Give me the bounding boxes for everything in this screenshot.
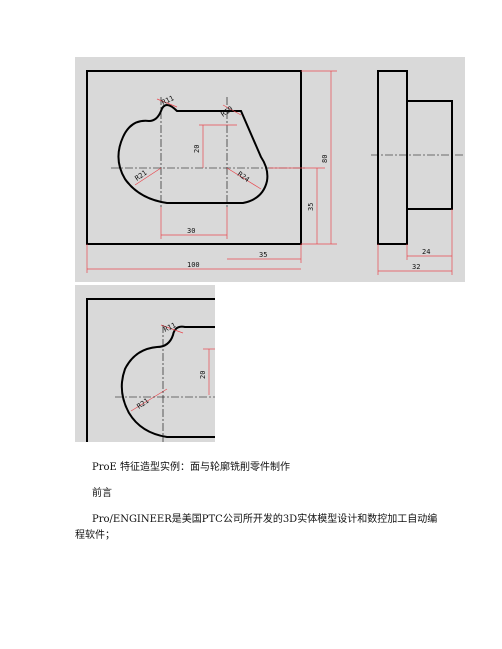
dim-80: 80	[321, 155, 329, 163]
dim-100: 100	[187, 261, 200, 269]
dim-35-vertical: 35	[307, 203, 315, 211]
paragraph-line-2: 程软件；	[75, 530, 115, 541]
detail-dim-20: 20	[199, 371, 207, 379]
dim-32: 32	[412, 263, 420, 271]
detail-pocket-profile	[120, 325, 215, 438]
engineering-drawing-detail: R11 20 R21	[75, 285, 215, 442]
side-dimension-lines	[377, 209, 453, 275]
section-heading: 前言	[92, 488, 112, 499]
dim-30: 30	[187, 227, 195, 235]
plate-outline	[86, 70, 302, 245]
paragraph-line-1: Pro/ENGINEER是美国PTC公司所开发的3D实体模型设计和数控加工自动编	[92, 514, 438, 525]
detail-plate-edge	[86, 298, 215, 442]
dimension-lines	[86, 70, 337, 273]
dim-20: 20	[193, 145, 201, 153]
engineering-drawing-main: R11 R10 R21 R24 20 30 35 100 80 35 24 32	[75, 57, 465, 282]
pocket-profile	[117, 104, 269, 204]
detail-background	[75, 285, 215, 442]
detail-dimension-lines	[130, 324, 215, 412]
dim-35-horizontal: 35	[259, 251, 267, 259]
caption-text: ProE 特征造型实例：面与轮廓铣削零件制作	[92, 462, 291, 473]
dim-24: 24	[422, 248, 430, 256]
